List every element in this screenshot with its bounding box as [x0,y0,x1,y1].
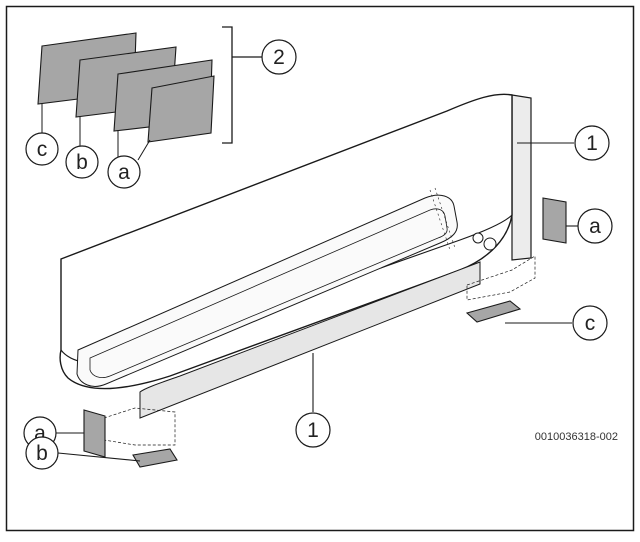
leader-a2 [137,139,151,161]
control-knob-icon [483,237,497,251]
callout-circle [572,305,608,341]
callout-circle [25,436,59,470]
callout-part-b: b [76,151,88,174]
callout-circle [295,412,331,448]
left-pad-a [83,409,106,458]
left-pad-b [132,448,178,468]
callout-leaders [56,142,578,462]
bottom-strip [139,261,481,419]
right-pad-c [465,300,522,323]
group-bracket [222,26,233,144]
callout-left-b: b [36,442,48,465]
right-foot-outline [466,255,536,301]
callout-body-lower: 1 [307,419,319,442]
callout-right-c: c [585,312,596,335]
right-end-panel [511,94,532,261]
callout-circle [25,132,59,166]
callout-circle [107,155,141,189]
indoor-unit [59,93,536,446]
callout-circle [574,125,610,161]
leader-left-b [57,452,141,462]
pads [83,197,567,468]
callout-group-label: 2 [273,46,285,69]
dotted-detail [429,187,456,251]
callout-circle [65,145,99,179]
callout-badges: 2 c b a 1 a c 1 a b [23,39,613,470]
image-code: 0010036318-002 [535,431,618,443]
callout-part-c: c [37,138,48,161]
right-pad-a [542,197,567,244]
air-outlet [76,194,458,387]
callout-circle [577,208,613,244]
part-a-sheet-front [147,75,215,143]
callout-right-a: a [589,215,601,238]
parts-group [37,26,262,161]
callout-circle [261,39,297,75]
callout-part-a: a [118,161,130,184]
air-outlet-inner [89,208,448,378]
control-knob-icon [472,232,484,244]
callout-body-upper: 1 [586,132,598,155]
